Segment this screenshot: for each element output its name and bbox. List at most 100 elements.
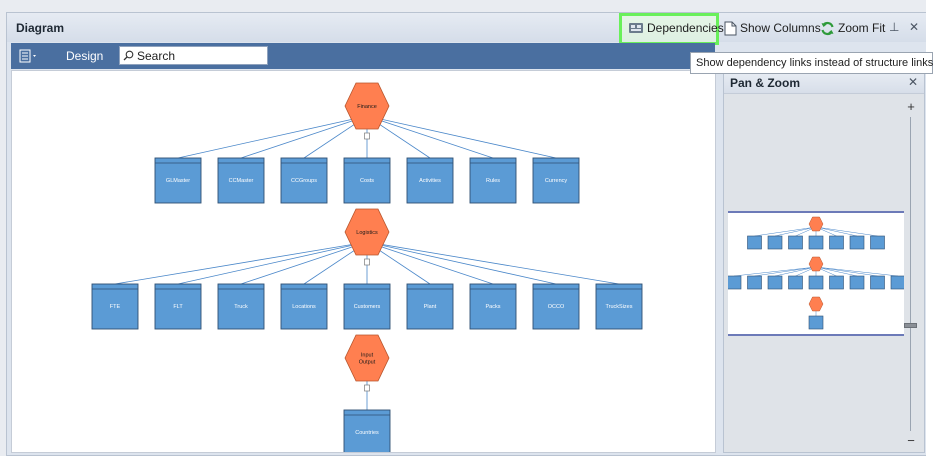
group-hub-node[interactable] bbox=[344, 82, 390, 130]
table-node[interactable]: CCGroups bbox=[280, 157, 328, 204]
minimap-table-node bbox=[808, 235, 824, 250]
list-view-icon bbox=[19, 49, 36, 63]
table-node[interactable]: CCMaster bbox=[217, 157, 265, 204]
refresh-icon bbox=[821, 21, 834, 35]
minimap[interactable] bbox=[728, 211, 904, 336]
table-node[interactable]: Locations bbox=[280, 283, 328, 330]
dependencies-label: Dependencies bbox=[647, 21, 724, 35]
show-columns-button[interactable]: Show Columns bbox=[724, 18, 821, 38]
window-edge bbox=[926, 0, 933, 456]
dependency-link bbox=[366, 115, 557, 159]
view-menu-button[interactable] bbox=[19, 48, 41, 64]
minimap-link bbox=[815, 266, 878, 277]
pan-zoom-header: Pan & Zoom ✕ bbox=[724, 73, 924, 94]
table-node-label: CCMaster bbox=[229, 178, 254, 184]
dependency-link bbox=[177, 241, 368, 285]
dependency-link bbox=[114, 241, 368, 285]
table-node-label: TruckSizes bbox=[606, 304, 633, 310]
table-node-label: FLT bbox=[173, 304, 183, 310]
minimap-link bbox=[774, 266, 817, 277]
pan-zoom-close-icon[interactable]: ✕ bbox=[907, 75, 918, 89]
minimap-table-node bbox=[788, 275, 803, 290]
show-columns-label: Show Columns bbox=[740, 21, 821, 35]
minimap-link bbox=[815, 266, 899, 277]
minimap-hub-node bbox=[808, 256, 824, 272]
minimap-table-node bbox=[728, 275, 742, 290]
minimap-table-node bbox=[829, 235, 844, 250]
table-node[interactable]: Plant bbox=[406, 283, 454, 330]
minimap-table-node bbox=[890, 275, 904, 290]
link-connector bbox=[364, 384, 370, 392]
dependency-link bbox=[366, 115, 494, 159]
table-node[interactable]: Activities bbox=[406, 157, 454, 204]
dependencies-icon bbox=[629, 23, 643, 33]
table-node[interactable]: GLMaster bbox=[154, 157, 202, 204]
dependency-link bbox=[177, 115, 368, 159]
group-hub-label: Finance bbox=[357, 104, 377, 110]
dependency-link bbox=[240, 241, 368, 285]
table-node[interactable]: Rules bbox=[469, 157, 517, 204]
table-node-label: FTE bbox=[110, 304, 121, 310]
table-node-label: Customers bbox=[354, 304, 381, 310]
pan-zoom-panel: Pan & Zoom ✕ + − bbox=[723, 72, 925, 453]
search-icon bbox=[123, 50, 134, 61]
pan-zoom-title: Pan & Zoom bbox=[730, 76, 801, 90]
table-node[interactable]: Countries bbox=[343, 409, 391, 452]
dependency-link bbox=[240, 115, 368, 159]
table-node[interactable]: FTE bbox=[91, 283, 139, 330]
search-input[interactable] bbox=[137, 48, 257, 63]
zoom-fit-label: Zoom Fit bbox=[838, 21, 886, 35]
minimap-table-node bbox=[849, 275, 865, 290]
table-node[interactable]: Customers bbox=[343, 283, 391, 330]
table-node-label: OCCO bbox=[548, 304, 565, 310]
document-icon bbox=[724, 21, 737, 35]
design-tab[interactable]: Design bbox=[66, 49, 104, 63]
minimap-table-node bbox=[747, 275, 762, 290]
minimap-link bbox=[774, 226, 817, 237]
minimap-hub-node bbox=[808, 216, 824, 232]
zoom-in-icon[interactable]: + bbox=[907, 99, 915, 114]
panel-title: Diagram bbox=[16, 21, 65, 35]
dependency-link bbox=[366, 241, 557, 285]
table-node[interactable]: Packs bbox=[469, 283, 517, 330]
table-node-label: Countries bbox=[355, 430, 379, 436]
minimap-hub-node bbox=[808, 296, 824, 312]
minimap-table-node bbox=[870, 235, 885, 250]
diagram-toolbar: Design bbox=[11, 43, 715, 69]
minimap-table-node bbox=[849, 235, 865, 250]
zoom-slider-thumb[interactable] bbox=[904, 323, 917, 328]
zoom-fit-button[interactable]: Zoom Fit bbox=[820, 18, 885, 38]
diagram-titlebar: Diagram Dependencies Show Columns bbox=[7, 13, 932, 45]
table-node[interactable]: TruckSizes bbox=[595, 283, 643, 330]
group-hub-node[interactable] bbox=[344, 208, 390, 256]
zoom-out-icon[interactable]: − bbox=[907, 433, 915, 448]
close-icon[interactable]: ✕ bbox=[909, 20, 920, 34]
minimap-link bbox=[815, 226, 878, 237]
pin-icon[interactable]: ⊥ bbox=[889, 20, 900, 34]
table-node[interactable]: OCCO bbox=[532, 283, 580, 330]
table-node-label: Activities bbox=[419, 178, 441, 184]
table-node-label: Locations bbox=[292, 304, 316, 310]
table-node-label: Truck bbox=[234, 304, 248, 310]
minimap-table-node bbox=[788, 235, 803, 250]
minimap-table-node bbox=[767, 275, 783, 290]
table-node-label: Packs bbox=[486, 304, 501, 310]
dependencies-tooltip: Show dependency links instead of structu… bbox=[690, 52, 933, 74]
table-node[interactable]: Costs bbox=[343, 157, 391, 204]
minimap-link bbox=[754, 266, 817, 277]
search-box[interactable] bbox=[119, 46, 268, 65]
minimap-link bbox=[733, 266, 817, 277]
table-node[interactable]: Truck bbox=[217, 283, 265, 330]
group-hub-label: Output bbox=[359, 360, 376, 366]
group-hub-label: Input bbox=[361, 353, 374, 359]
zoom-slider-track[interactable] bbox=[910, 117, 911, 431]
table-node[interactable]: FLT bbox=[154, 283, 202, 330]
minimap-table-node bbox=[747, 235, 762, 250]
minimap-link bbox=[815, 266, 858, 277]
link-connector bbox=[364, 132, 370, 140]
dependencies-button[interactable]: Dependencies bbox=[628, 18, 724, 38]
group-hub-node[interactable] bbox=[344, 334, 390, 382]
table-node[interactable]: Currency bbox=[532, 157, 580, 204]
